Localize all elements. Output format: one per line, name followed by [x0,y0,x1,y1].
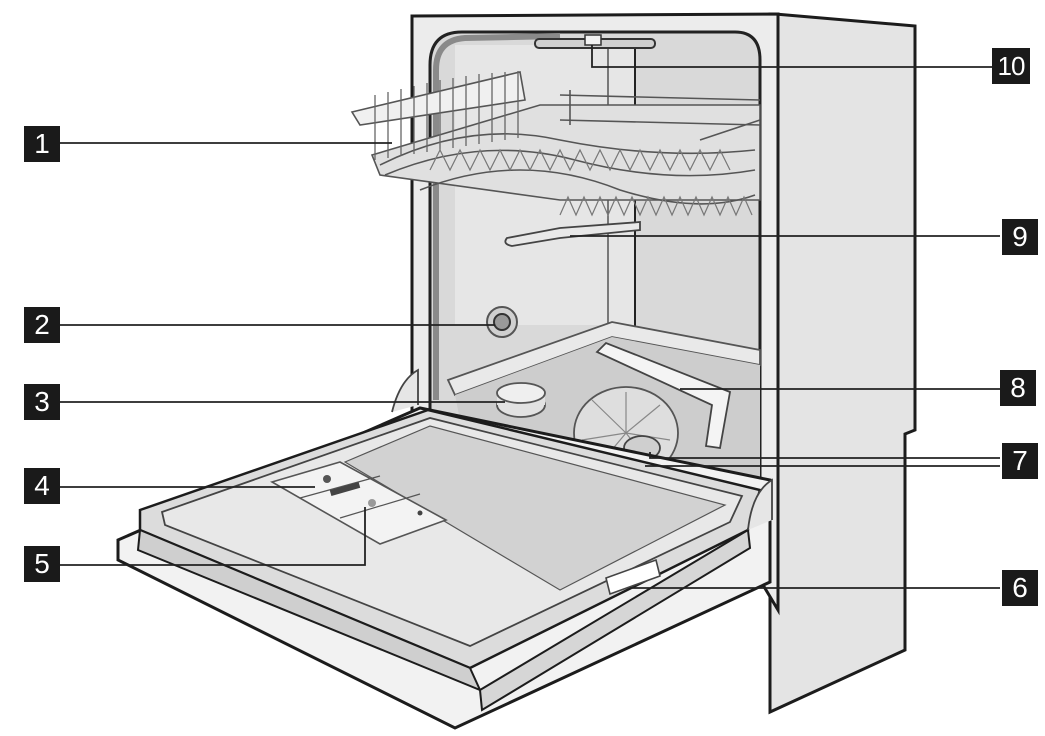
callout-10: 10 [992,48,1030,84]
callout-9: 9 [1002,219,1038,255]
water-inlet [486,306,518,338]
callout-2: 2 [24,307,60,343]
callout-8: 8 [1000,370,1036,406]
callout-4-number: 4 [34,470,50,501]
callout-8-number: 8 [1010,372,1026,403]
leader-lines [60,45,1000,589]
lower-spray-arm [595,341,732,450]
callout-2-number: 2 [34,309,50,340]
callout-1: 1 [24,126,60,162]
callout-6: 6 [1002,570,1038,606]
callout-1-number: 1 [34,128,50,159]
callout-5: 5 [24,546,60,582]
callout-3: 3 [24,384,60,420]
dispenser-unit [269,461,448,545]
door-shade-panel [343,425,727,591]
callout-9-number: 9 [1012,221,1028,252]
salt-container-cap [496,382,546,418]
callout-4: 4 [24,468,60,504]
rating-plate [605,558,661,596]
upper-rack [350,71,761,217]
callout-6-number: 6 [1012,572,1028,603]
cabinet-side-panel [768,12,917,715]
tub-gasket [433,33,561,400]
upper-spray-arm [504,221,641,247]
right-hinge [747,478,773,531]
callout-7-number: 7 [1012,445,1028,476]
callout-7: 7 [1002,443,1038,479]
callout-3-number: 3 [34,386,50,417]
callout-5-number: 5 [34,548,50,579]
callout-10-number: 10 [997,51,1026,81]
left-hinge [391,368,419,413]
